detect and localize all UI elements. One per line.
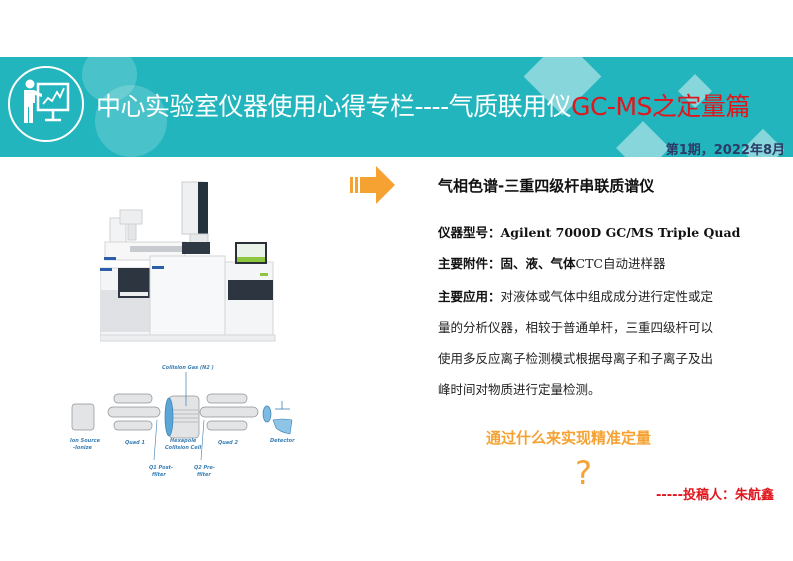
application-line-2: 量的分析仪器，相较于普通单杆，三重四级杆可以 — [438, 320, 714, 335]
question-text: 通过什么来实现精准定量 — [486, 429, 652, 447]
label-q2-filter: filter — [197, 472, 211, 478]
decor-bubble — [95, 85, 167, 157]
label-collision-gas: Collision Gas (N2 ) — [162, 365, 214, 371]
triple-quad-diagram: Collision Gas (N2 ) Ion Source -Ionize Q… — [70, 362, 295, 482]
label-hexapole: Hexapole — [170, 438, 197, 444]
presentation-icon — [8, 66, 84, 142]
page-title: 中心实验室仪器使用心得专栏----气质联用仪GC-MS之定量篇 — [96, 87, 750, 123]
label-q1-filter: filter — [152, 472, 166, 478]
label-ionize: -Ionize — [73, 445, 92, 451]
accessory-value: CTC自动进样器 — [575, 256, 666, 271]
application-line-4: 峰时间对物质进行定量检测。 — [438, 382, 601, 397]
application-line-1: 主要应用：对液体或气体中组成成分进行定性或定 — [438, 286, 713, 305]
accessory-label: 主要附件： — [438, 256, 501, 271]
arrow-right-icon — [350, 165, 396, 209]
label-detector: Detector — [270, 438, 295, 444]
model-line: 仪器型号：Agilent 7000D GC/MS Triple Quad — [438, 222, 740, 241]
label-quad-1: Quad 1 — [125, 440, 145, 446]
instrument-heading: 气相色谱-三重四级杆串联质谱仪 — [438, 177, 655, 195]
decor-bubble — [82, 57, 137, 102]
label-collision-cell: Collision Cell — [165, 445, 202, 451]
application-line-3: 使用多反应离子检测模式根据母离子和子离子及出 — [438, 351, 714, 366]
issue-date: 第1期，2022年8月 — [665, 143, 785, 157]
decor-diamond — [616, 121, 670, 157]
model-label: 仪器型号： — [438, 225, 501, 240]
header-banner: 中心实验室仪器使用心得专栏----气质联用仪GC-MS之定量篇 第1期，2022… — [0, 57, 793, 157]
label-ion-source: Ion Source — [70, 438, 101, 444]
accessory-line: 主要附件：固、液、气体CTC自动进样器 — [438, 253, 666, 272]
label-q2-pre: Q2 Pre- — [194, 465, 215, 471]
accessory-types: 固、液、气体 — [500, 256, 576, 271]
author-credit: -----投稿人：朱航鑫 — [656, 488, 774, 503]
title-main: 中心实验室仪器使用心得专栏----气质联用仪 — [96, 92, 572, 121]
label-q1-post: Q1 Post- — [149, 465, 174, 471]
title-highlight: GC-MS之定量篇 — [571, 92, 750, 121]
label-quad-2: Quad 2 — [218, 440, 238, 446]
instrument-image — [99, 180, 285, 350]
model-value: Agilent 7000D GC/MS Triple Quad — [500, 225, 741, 240]
application-text: 对液体或气体中组成成分进行定性或定 — [500, 289, 714, 304]
question-mark-icon: ? — [575, 454, 592, 492]
application-label: 主要应用： — [438, 289, 501, 304]
